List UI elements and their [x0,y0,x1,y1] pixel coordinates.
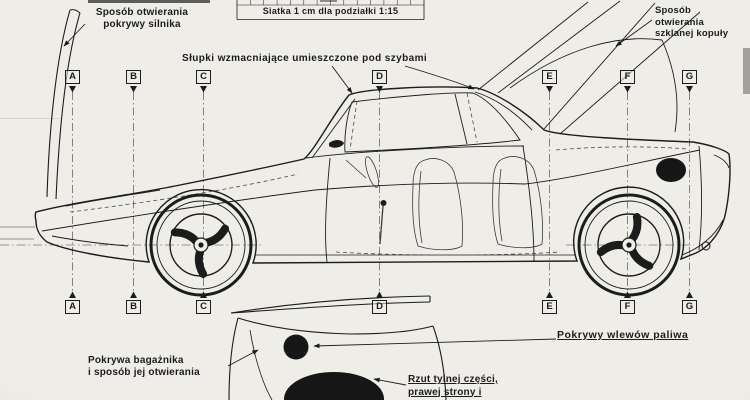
label-trunk-lid: Pokrywa bagażnika i sposób jej otwierani… [88,355,200,378]
front-wheel [149,193,253,297]
label-pillars: Słupki wzmacniające umieszczone pod szyb… [182,53,428,64]
section-marker-letter: C [200,71,207,83]
section-marker-letter: B [130,301,137,313]
leader-rear-view [373,377,407,386]
scale-grid [236,0,425,20]
side-mirror [329,140,344,148]
leader-engine-cover [63,23,86,47]
glass-dome-open-lines [477,0,701,135]
section-marker-b-bottom: B [126,300,141,314]
section-marker-d-bottom: D [372,300,387,314]
leader-trunk-lid [227,349,259,367]
section-marker-letter: G [685,71,694,83]
section-marker-letter: F [624,301,631,313]
gear-lever [379,205,384,245]
section-marker-g-top: G [682,70,697,84]
section-marker-e-top: E [542,70,557,84]
section-marker-letter: F [624,71,631,83]
section-marker-a-bottom: A [65,300,80,314]
label-grid-scale: Siatka 1 cm dla podziałki 1:15 [262,6,399,16]
section-marker-g-bottom: G [682,300,697,314]
scan-artifacts [0,0,750,119]
section-marker-letter: A [69,301,76,313]
section-marker-letter: D [376,301,383,313]
leader-pillars-left [331,65,353,94]
section-marker-letter: E [546,301,553,313]
section-marker-c-bottom: C [196,300,211,314]
section-marker-letter: D [376,71,383,83]
section-marker-d-top: D [372,70,387,84]
fuel-filler-top [283,334,309,360]
body-feature-lines [41,91,730,263]
leader-lines [63,19,653,386]
rear-wheel-shadow [284,372,384,400]
label-engine-cover: Sposób otwierania pokrywy silnika [95,7,189,30]
section-marker-e-bottom: E [542,300,557,314]
leader-pillars-right [404,65,475,90]
car-side-view [34,86,731,264]
section-marker-f-bottom: F [620,300,635,314]
section-cut-lines [72,92,690,292]
engine-cover-open-lines [46,9,81,200]
label-glass-dome: Sposób otwierania szklanej kopuły [655,5,729,39]
steering-wheel [365,156,379,188]
hidden-structure-lines [69,92,689,256]
section-marker-letter: C [200,301,207,313]
fuel-filler-side [656,158,686,182]
leader-fuel-caps [313,338,557,349]
section-marker-letter: A [69,71,76,83]
section-marker-letter: B [130,71,137,83]
rear-quarter-view [228,295,447,400]
section-marker-c-top: C [196,70,211,84]
leader-glass-dome [615,19,653,47]
section-marker-a-top: A [65,70,80,84]
datum-lines [0,226,694,246]
section-marker-f-top: F [620,70,635,84]
label-fuel-caps: Pokrywy wlewów paliwa [557,329,689,341]
cockpit-interior [345,156,544,251]
label-rear-view: Rzut tylnej części, prawej strony i [408,374,498,398]
car-body-outline [34,86,731,264]
section-marker-b-top: B [126,70,141,84]
section-marker-letter: G [685,301,694,313]
section-marker-letter: E [546,71,553,83]
exhaust-tip [701,241,711,251]
rear-wheel [577,193,681,297]
